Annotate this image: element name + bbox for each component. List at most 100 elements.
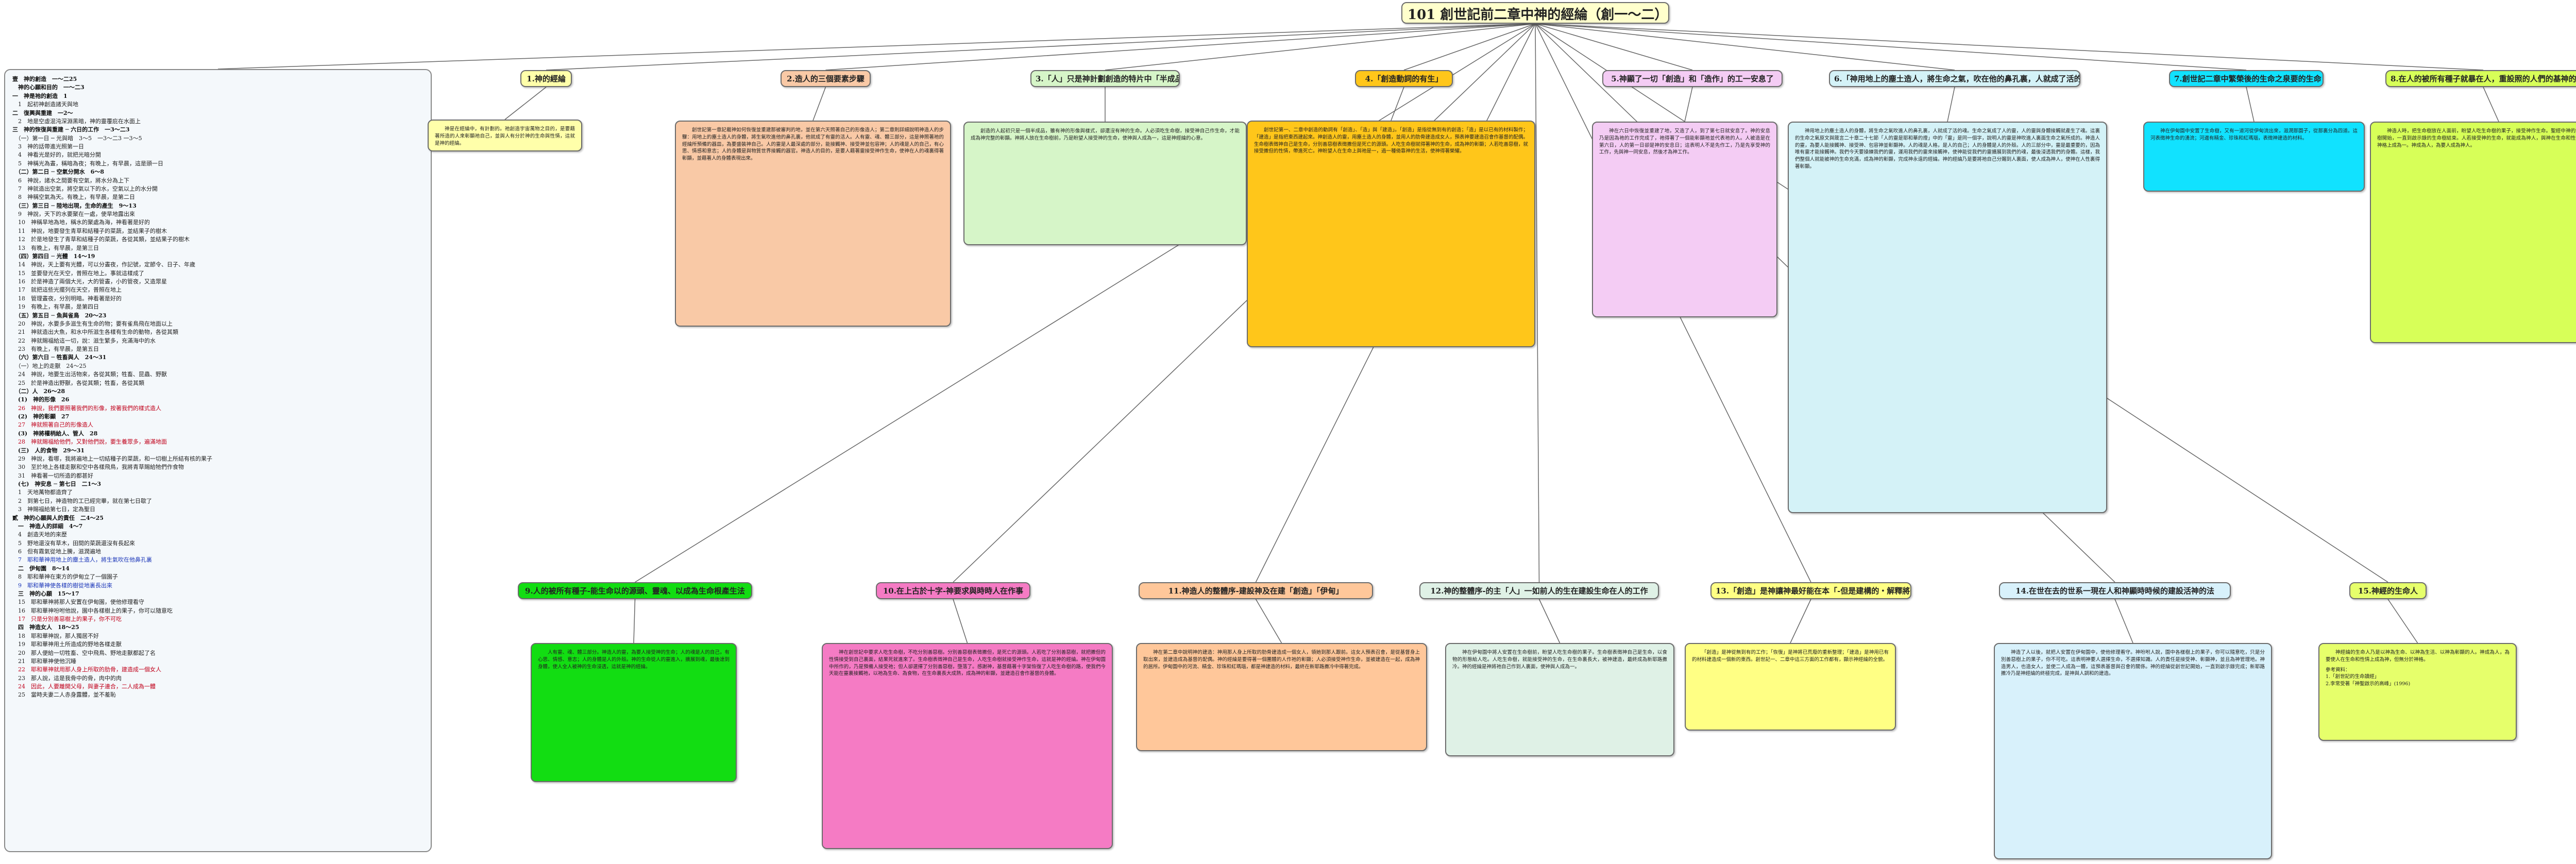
connector-root-topic-4 bbox=[1403, 23, 1536, 71]
topic-8-body: 神造人時，把生命樹放在人面前，盼望人吃生命樹的果子，接受神作生命。聖經中神的經綸… bbox=[2370, 122, 2576, 343]
outline-row: 10 神稱旱地為地，稱水的聚處為海，神看著是好的 bbox=[12, 219, 150, 226]
topic-11-title: 11.神造人的整體序-建設神及在建「創造」「伊甸」 bbox=[1139, 582, 1373, 599]
topic-3-title: 3.「人」只是神計劃創造的特片中「半成品」 bbox=[1030, 70, 1180, 87]
outline-row: 8 神稱空氣為天。有晚上，有早晨，是第二日 bbox=[12, 194, 135, 201]
topic-15-text: 神經綸的生命人乃是以神為生命、以神為生活、以神為彰顯的人。神成為人，為要使人在生… bbox=[2326, 650, 2510, 663]
connector-topic-body-12 bbox=[1538, 599, 1561, 643]
outline-row: 22 神就賜福給這一切，說：滋生繁多，充滿海中的水 bbox=[12, 337, 156, 344]
topic-4-body: 創世記第一、二章中創造的動詞有「創造」、「造」與「建造」。「創造」是指從無到有的… bbox=[1247, 121, 1535, 347]
topic-15-body: 神經綸的生命人乃是以神為生命、以神為生活、以神為彰顯的人。神成為人，為要使人在生… bbox=[2318, 643, 2517, 741]
outline-row: 5 神稱光為晝，稱暗為夜；有晚上，有早晨，這是頭一日 bbox=[12, 160, 163, 167]
connector-topic-body-8 bbox=[2483, 87, 2499, 122]
outline-row: 24 神說，地要生出活物來，各從其類；牲畜、昆蟲、野獸 bbox=[12, 371, 167, 378]
outline-row: 25 於是神造出野獸，各從其類；牲畜，各從其類 bbox=[12, 379, 144, 386]
connector-root-topic-12 bbox=[1535, 23, 1540, 583]
connector-topic-body-1 bbox=[504, 87, 547, 120]
topic-6-body: 神用地上的塵土造人的身體，將生命之氣吹進人的鼻孔裏，人就成了活的魂。生命之氣成了… bbox=[1788, 122, 2107, 513]
topic-12-title: 12.神的整體序-的主「人」一如前人的生在建設生命在人的工作 bbox=[1419, 582, 1659, 599]
connector-topic-body-2 bbox=[812, 87, 826, 121]
topic-8-title: 8.在人的被所有種子就暴在人，重設照的人們的基神的生命人「神人」 bbox=[2385, 70, 2576, 87]
outline-row: 1 天地萬物都造齊了 bbox=[12, 489, 73, 496]
outline-row: 貳 神的心願與人的責任 二4～25 bbox=[12, 514, 104, 521]
outline-row: 13 有晚上，有早晨，是第三日 bbox=[12, 244, 99, 251]
topic-10-title: 10.在上古於十字-神要求與時時人在作事 bbox=[876, 582, 1030, 599]
outline-row: 1 起初神創造諸天與地 bbox=[12, 101, 78, 108]
connector-topic-body-14 bbox=[2114, 599, 2133, 643]
outline-row: 23 那人說，這是我骨中的骨，肉中的肉 bbox=[12, 674, 122, 682]
outline-row: （三）第三日 ─ 陸地出現，生命的產生 9～13 bbox=[12, 202, 137, 209]
outline-row: (1) 神的形像 26 bbox=[12, 396, 70, 403]
connector-topic-body-13 bbox=[1790, 599, 1811, 643]
outline-row: 2 地是空虛混沌深淵黑暗，神的靈覆庇在水面上 bbox=[12, 117, 141, 125]
outline-row: 9 神說，天下的水要聚在一處，使旱地露出來 bbox=[12, 211, 135, 217]
connector-outline bbox=[217, 23, 1536, 70]
outline-row: （二）第二日 ─ 空氣分開水 6～8 bbox=[12, 168, 105, 176]
outline-row: 三 神的恢復與重建 ─ 六日的工作 一3～二3 bbox=[12, 126, 130, 133]
connector-root-topic-2 bbox=[825, 23, 1536, 71]
topic-14-title: 14.在世在去的世系一現在人和神顯時時候的建設活神的法 bbox=[1999, 582, 2231, 599]
outline-row: 29 神說，看哪，我將遍地上一切結種子的菜蔬，和一切樹上所結有核的果子 bbox=[12, 455, 212, 462]
outline-row: 18 管理晝夜，分別明暗。神看著是好的 bbox=[12, 295, 122, 302]
outline-row: 15 並要發光在天空，普照在地上。事就這樣成了 bbox=[12, 269, 144, 277]
outline-row: 27 神就照著自己的形像造人 bbox=[12, 421, 93, 429]
outline-row: 28 神就賜福給他們，又對他們說，要生養眾多，遍滿地面 bbox=[12, 438, 167, 446]
connector-root-topic-3 bbox=[1105, 23, 1536, 71]
connector-topic-body-5 bbox=[1684, 87, 1693, 122]
connector-topic-body-6 bbox=[1947, 87, 1955, 122]
outline-row: (七) 神安息 ─ 第七日 二1～3 bbox=[12, 481, 101, 487]
topic-5-body: 神在六日中恢復並重建了地，又造了人，到了第七日就安息了。神的安息乃是因為祂的工作… bbox=[1592, 122, 1777, 317]
outline-row: （一）地上的走獸 24～25 bbox=[12, 362, 87, 369]
outline-row: 一 神造人的詳細 4～7 bbox=[12, 522, 83, 530]
topic-12-body: 神在伊甸園中將人安置在生命樹前，盼望人吃生命樹的果子。生命樹表徵神自己是生命，以… bbox=[1445, 643, 1674, 756]
outline-row: （六）第六日 ─ 牲畜與人 24～31 bbox=[12, 354, 107, 361]
topic-13-body: 「創造」是神從無到有的工作；「恢復」是神將已荒廢的重新整理；「建造」是神用已有的… bbox=[1685, 643, 1896, 731]
outline-row: 22 耶和華神就用那人身上所取的肋骨，建造成一個女人 bbox=[12, 666, 161, 673]
outline-row: 二 伊甸園 8～14 bbox=[12, 565, 70, 572]
outline-row: 19 耶和華神用土所造成的野地各樣走獸 bbox=[12, 641, 122, 648]
topic-7-body: 神在伊甸園中安置了生命樹，又有一道河從伊甸流出來，滋潤那園子，從那裏分為四道。這… bbox=[2143, 122, 2365, 192]
connector-topic-body-15 bbox=[2387, 599, 2418, 643]
outline-row: 16 耶和華神吩咐他說，園中各樣樹上的果子，你可以隨意吃 bbox=[12, 607, 173, 614]
topic-15-title: 15.神經的生命人 bbox=[2349, 582, 2427, 599]
outline-row: 30 至於地上各樣走獸和空中各樣飛鳥，我將青草賜給牠們作食物 bbox=[12, 464, 184, 471]
outline-row: 4 創造天地的來歷 bbox=[12, 531, 67, 538]
outline-row: 壹 神的創造 一～二25 bbox=[12, 76, 77, 82]
topic-9-body: 人有靈、魂、體三部分。神造人的靈，為要人接受神的生命；人的魂是人的自己，有心思、… bbox=[531, 643, 737, 782]
outline-row: （二）人 26～28 bbox=[12, 387, 65, 395]
outline-row: 9 耶和華神使各樣的樹從地裏長出來 bbox=[12, 582, 112, 589]
outline-row: 3 神賜福給第七日，定為聖日 bbox=[12, 506, 95, 513]
reference-1: 1.「創世記的生命讀經」 bbox=[2326, 674, 2380, 680]
outline-row: 5 野地還沒有草木，田間的菜蔬還沒有長起來 bbox=[12, 539, 135, 547]
topic-10-body: 神在創世記中要求人吃生命樹，不吃分別善惡樹。分別善惡樹表徵撒但，是死亡的源頭。人… bbox=[822, 643, 1113, 849]
outline-row: 25 當時夫妻二人赤身露體，並不羞恥 bbox=[12, 691, 116, 699]
outline-row: 12 於是地發生了青草和結種子的菜蔬，各從其類，並結果子的樹木 bbox=[12, 236, 190, 243]
reference-heading: 參考資料： bbox=[2326, 667, 2350, 673]
outline-row: 2 到第七日，神造物的工已經完畢，就在第七日歇了 bbox=[12, 497, 152, 504]
outline-row: 16 於是神造了兩個大光，大的管晝，小的管夜，又造眾星 bbox=[12, 278, 167, 285]
outline-row: （一）第一日 ─ 光與暗 3～5 一3～二3 一3～5 bbox=[12, 134, 142, 142]
outline-row: 6 但有霧氣從地上騰，滋潤遍地 bbox=[12, 548, 101, 555]
topic-5-title: 5.神顯了一切「創造」和「造作」的工一安息了 bbox=[1602, 70, 1783, 87]
outline-row: 二 復興與重建 一2～ bbox=[12, 109, 73, 116]
connector-topic-body-11 bbox=[1255, 599, 1282, 643]
outline-row: 神的心願和目的 一～二3 bbox=[12, 84, 84, 91]
connector-root-topic-1 bbox=[546, 23, 1536, 71]
outline-row: 21 神就造出大魚，和水中所滋生各樣有生命的動物，各從其類 bbox=[12, 329, 178, 336]
root-title: 101 創世記前二章中神的經綸（創一～二） bbox=[1401, 2, 1669, 24]
reference-2: 2.李常受著「神聖啟示的高峰」(1996) bbox=[2326, 681, 2411, 687]
topic-6-title: 6.「神用地上的塵土造人，將生命之氣，吹在他的鼻孔裏，人就成了活的魂。」 bbox=[1829, 70, 2080, 87]
topic-3-body: 創造的人起初只是一個半成品，雖有神的形像與樣式，卻還沒有神的生命。人必須吃生命樹… bbox=[963, 122, 1247, 245]
outline-row: 19 有晚上，有早晨，是第四日 bbox=[12, 303, 99, 311]
topic-7-title: 7.創世記二章中繁榮後的生命之泉要的生命 bbox=[2169, 70, 2324, 87]
outline-row: 14 神說，天上要有光體，可以分晝夜，作記號，定節令、日子、年歲 bbox=[12, 261, 195, 268]
outline-row: 11 神說，地要發生青草和結種子的菜蔬，並結果子的樹木 bbox=[12, 227, 167, 234]
outline-row: 4 神看光是好的，就把光暗分開 bbox=[12, 151, 101, 159]
outline-row: 21 耶和華神使他沉睡 bbox=[12, 657, 76, 665]
connector-topic-body-7 bbox=[2246, 87, 2255, 122]
outline-row: 23 有晚上，有早晨，是第五日 bbox=[12, 346, 99, 352]
connector-topic-body-10 bbox=[953, 599, 968, 643]
connector-root-topic-8 bbox=[1535, 23, 2484, 71]
outline-row: 31 神看著一切所造的都甚好 bbox=[12, 472, 93, 479]
outline-row: 6 神說，諸水之間要有空氣，將水分為上下 bbox=[12, 177, 129, 184]
